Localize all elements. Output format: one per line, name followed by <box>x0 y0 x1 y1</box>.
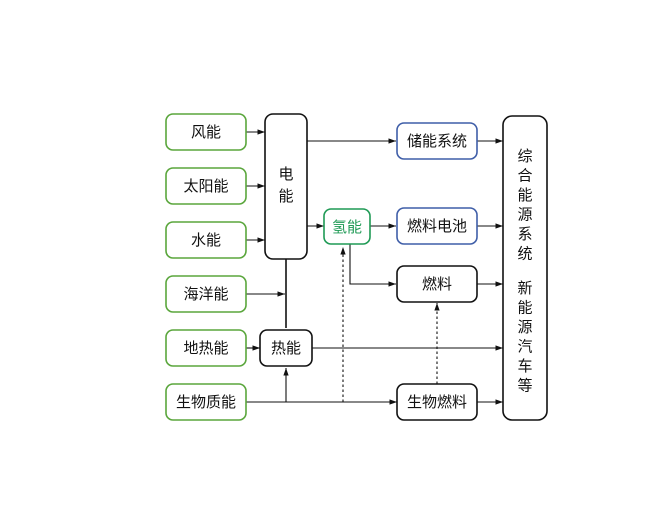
node-electric-char: 能 <box>278 187 293 205</box>
integrated-char: 汽 <box>517 338 532 356</box>
integrated-char: 统 <box>517 245 532 263</box>
node-storage-label: 储能系统 <box>407 132 467 150</box>
integrated-char: 能 <box>517 186 532 204</box>
integrated-char: 系 <box>517 225 532 243</box>
integrated-char: 车 <box>517 357 532 375</box>
integrated-char: 能 <box>517 299 532 317</box>
node-electric-label: 电能 <box>278 165 293 205</box>
edge-hydrogen-fuel <box>349 244 396 287</box>
node-hydro: 水能 <box>165 221 247 259</box>
integrated-char: 源 <box>517 206 532 224</box>
node-hydrogen-label: 氢能 <box>332 218 362 236</box>
node-integrated-line1: 综合能源系统 <box>517 147 532 263</box>
node-electric-char: 电 <box>278 165 293 183</box>
integrated-char: 合 <box>517 167 532 185</box>
node-integrated-line2: 新能源汽车等 <box>517 279 532 395</box>
node-hydrogen: 氢能 <box>323 208 371 245</box>
node-geothermal: 地热能 <box>165 329 247 367</box>
node-electric: 电能 <box>264 113 308 260</box>
node-biofuel: 生物燃料 <box>396 383 478 421</box>
node-thermal: 热能 <box>259 329 313 367</box>
node-thermal-label: 热能 <box>271 339 301 357</box>
node-geothermal-label: 地热能 <box>183 339 228 357</box>
node-biomass-label: 生物质能 <box>176 393 236 411</box>
node-solar-label: 太阳能 <box>183 177 228 195</box>
node-wind: 风能 <box>165 113 247 151</box>
node-fuel-label: 燃料 <box>422 275 452 293</box>
integrated-char: 源 <box>517 318 532 336</box>
node-biomass: 生物质能 <box>165 383 247 421</box>
node-wind-label: 风能 <box>191 123 221 141</box>
node-fuel: 燃料 <box>396 265 478 303</box>
integrated-char: 新 <box>517 279 532 297</box>
node-solar: 太阳能 <box>165 167 247 205</box>
node-storage: 储能系统 <box>396 122 478 160</box>
node-ocean-label: 海洋能 <box>183 285 228 303</box>
node-integrated: 综合能源系统 新能源汽车等 <box>502 115 548 421</box>
node-fuel-cell: 燃料电池 <box>396 207 478 245</box>
integrated-char: 综 <box>517 147 532 165</box>
node-biofuel-label: 生物燃料 <box>407 393 467 411</box>
node-hydro-label: 水能 <box>191 231 221 249</box>
node-fuel-cell-label: 燃料电池 <box>407 217 467 235</box>
integrated-char: 等 <box>517 377 532 395</box>
node-ocean: 海洋能 <box>165 275 247 313</box>
